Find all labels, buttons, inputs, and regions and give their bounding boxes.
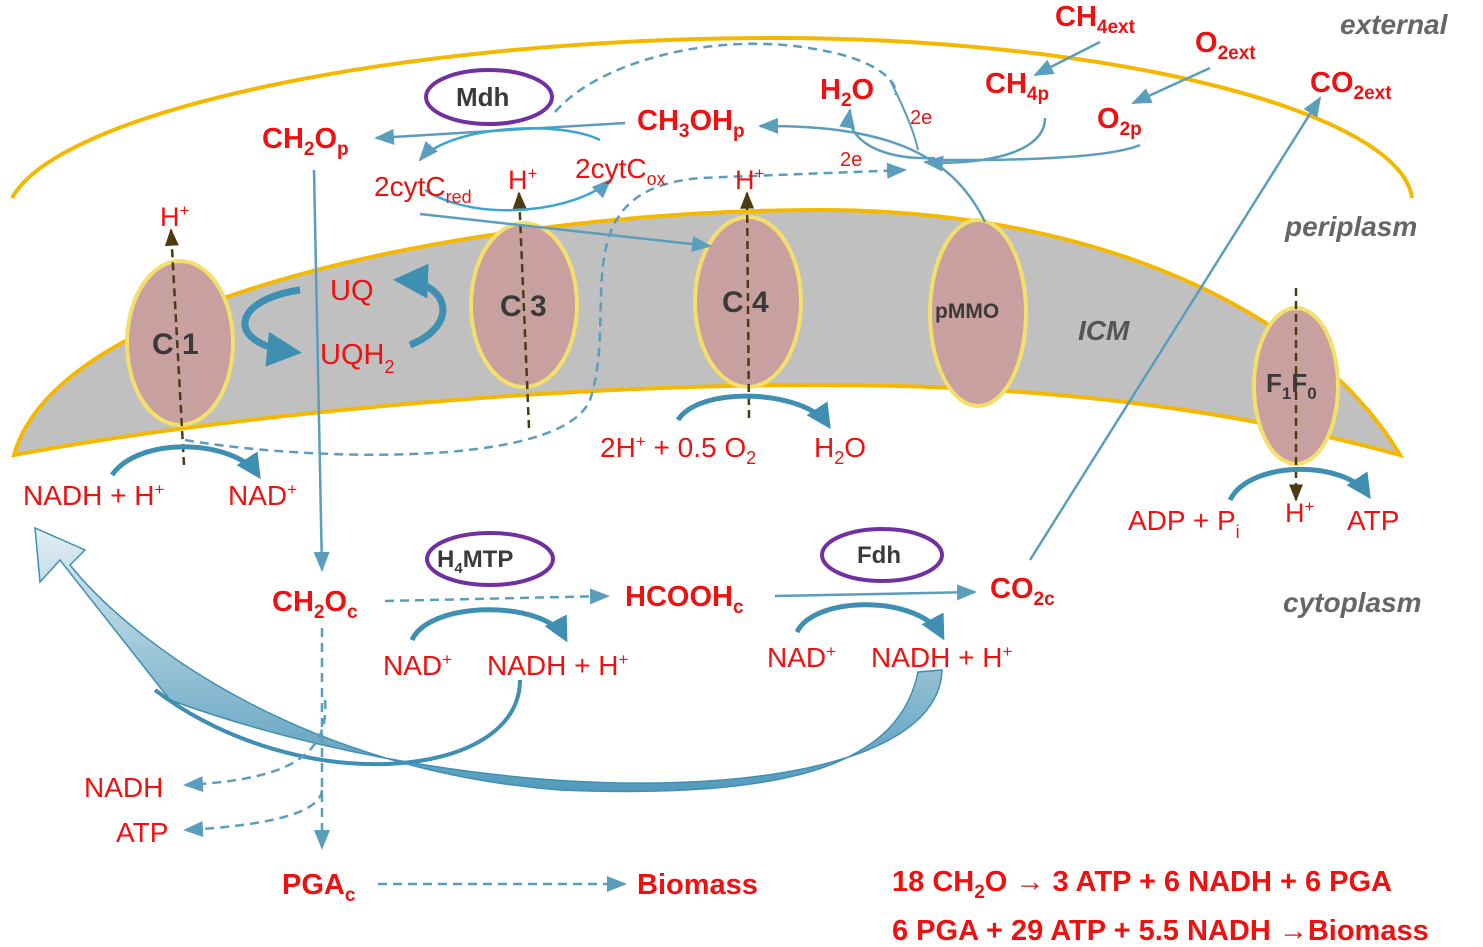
arrow-ch2op-ch2oc — [312, 169, 330, 572]
label-2e-lower: 2e — [840, 149, 862, 171]
arrow-o2ext-o2p — [1131, 66, 1211, 105]
cyt-cycle-bottom — [424, 178, 612, 212]
dashed-ch2oc-to-hcooh — [384, 588, 610, 605]
arrow-cyt-to-c4 — [419, 212, 712, 252]
mdh-oval — [424, 68, 554, 126]
outer-membrane-line — [10, 35, 1414, 199]
pmmo-curve-h2o — [839, 108, 936, 160]
arrow-ch4ext-ch4p — [1033, 40, 1101, 77]
proton-arrow-c1 — [164, 228, 186, 466]
c4-water-curve — [675, 393, 831, 430]
uq-cycle-top — [393, 263, 447, 349]
equation-2: 6 PGA + 29 ATP + 5.5 NADH →Biomass — [892, 915, 1429, 947]
complex-c1-shape — [125, 259, 235, 427]
label-hcoohc: HCOOHc — [625, 581, 744, 618]
cyt-cycle-top — [418, 127, 601, 162]
label-f1f0: F1F0 — [1266, 368, 1317, 403]
arrow-co2c-co2ext — [1028, 96, 1322, 561]
label-fdh: Fdh — [857, 542, 901, 569]
label-co2ext: CO2ext — [1310, 67, 1392, 104]
label-nad-c1: NAD+ — [228, 480, 297, 511]
c1-nadh-curve — [109, 444, 261, 480]
label-ch4p: CH4p — [985, 68, 1049, 105]
label-h2o-periplasm: H2O — [820, 74, 874, 111]
label-cytc-ox: 2cytCox — [575, 153, 666, 189]
label-2e-upper: 2e — [910, 107, 932, 129]
arrow-hcooh-co2 — [774, 584, 977, 601]
label-h-plus-c4: H+ — [735, 164, 765, 195]
pmmo-curve-to-ch3oh — [758, 117, 987, 223]
label-uqh2: UQH2 — [320, 339, 394, 377]
atp-synthase-curve — [1227, 466, 1371, 502]
label-external: external — [1340, 9, 1449, 40]
label-h4mtp: H4MTP — [437, 546, 513, 577]
proton-arrow-c4 — [740, 191, 755, 419]
proton-arrow-c3 — [512, 191, 531, 429]
label-ch2oc: CH2Oc — [272, 586, 358, 623]
label-c1: C 1 — [152, 328, 199, 361]
label-h-plus-f1f0: H+ — [1285, 497, 1315, 528]
nadh-return-band-fdh — [34, 526, 943, 793]
nadh-return-band-h4mtp — [153, 679, 522, 767]
label-ch4ext: CH4ext — [1055, 1, 1136, 38]
label-nad-fdh: NAD+ — [767, 642, 836, 673]
label-h-plus-c1: H+ — [160, 201, 190, 232]
label-cytoplasm: cytoplasm — [1283, 587, 1422, 618]
label-cytc-red: 2cytCred — [374, 171, 472, 207]
label-2h-o2: 2H+ + 0.5 O2 — [600, 432, 756, 468]
label-periplasm: periplasm — [1284, 211, 1417, 242]
label-pgac: PGAc — [282, 869, 356, 906]
pmmo-shape — [928, 218, 1028, 408]
uq-cycle-bottom — [241, 286, 302, 367]
dashed-to-nadh — [183, 699, 327, 793]
label-co2c: CO2c — [990, 573, 1055, 610]
pmmo-curve-ch4 — [923, 117, 1047, 172]
label-nadh-h-fdh: NADH + H+ — [871, 642, 1012, 673]
h4mtp-oval — [425, 531, 555, 587]
label-adp-pi: ADP + Pi — [1128, 505, 1240, 542]
label-pmmo: pMMO — [935, 300, 999, 323]
label-atp: ATP — [116, 817, 168, 848]
dashed-to-atp — [183, 789, 324, 838]
dashed-2e-to-pmmo — [184, 162, 907, 456]
label-biomass: Biomass — [637, 869, 758, 901]
fdh-oval — [820, 527, 944, 583]
label-icm: ICM — [1078, 315, 1130, 346]
label-c3: C 3 — [500, 290, 547, 323]
label-h-plus-c3: H+ — [508, 164, 538, 195]
label-nad-h4mtp: NAD+ — [383, 650, 452, 681]
label-atp-f1f0: ATP — [1347, 505, 1399, 536]
label-h2o-c4: H2O — [814, 432, 866, 468]
pmmo-curve-o2 — [929, 143, 1141, 162]
label-ch3ohp: CH3OHp — [637, 105, 745, 142]
label-o2p: O2p — [1097, 103, 1142, 140]
label-nadh: NADH — [84, 772, 163, 803]
label-mdh: Mdh — [456, 82, 509, 112]
h4mtp-nad-curve — [409, 607, 568, 643]
label-o2ext: O2ext — [1195, 27, 1256, 64]
label-nadh-h-h4mtp: NADH + H+ — [487, 650, 628, 681]
fdh-nad-curve — [794, 602, 945, 641]
label-uq: UQ — [330, 275, 374, 307]
label-nadh-h-c1: NADH + H+ — [23, 480, 164, 511]
label-c4: C 4 — [722, 286, 769, 319]
label-ch2op: CH2Op — [262, 123, 349, 160]
equation-1: 18 CH2O → 3 ATP + 6 NADH + 6 PGA — [892, 866, 1392, 903]
